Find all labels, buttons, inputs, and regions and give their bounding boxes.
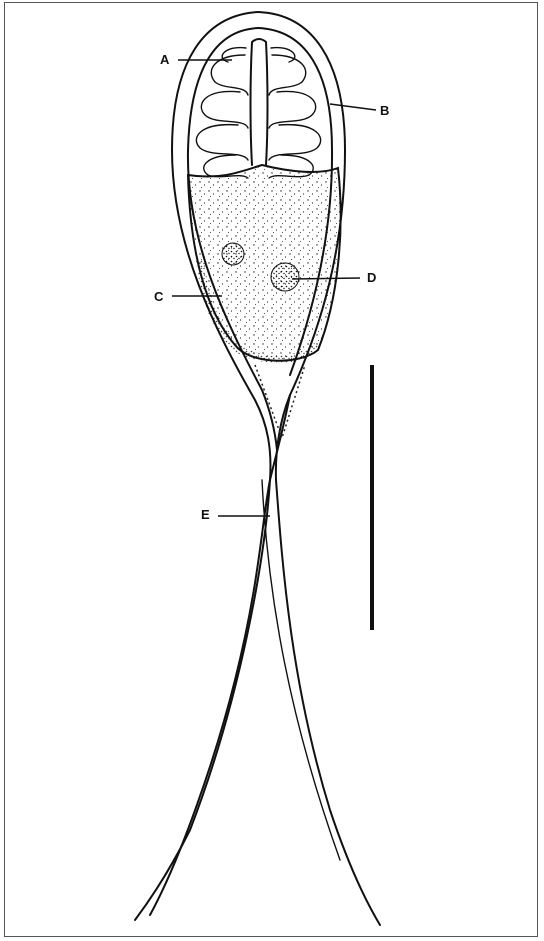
label-e: E [201, 507, 210, 522]
nucleus-left [222, 243, 244, 265]
cytoplasm-body [188, 165, 341, 361]
label-b: B [380, 103, 389, 118]
label-c: C [154, 289, 164, 304]
right-lamellae [269, 48, 321, 178]
central-stem [251, 39, 268, 165]
nucleus-right [271, 263, 299, 291]
leader-d [292, 278, 360, 279]
tail-left [276, 480, 380, 925]
label-a: A [160, 52, 170, 67]
tail-right [150, 395, 290, 915]
outer-wall [135, 12, 270, 920]
label-d: D [367, 270, 376, 285]
leader-b [330, 104, 376, 110]
